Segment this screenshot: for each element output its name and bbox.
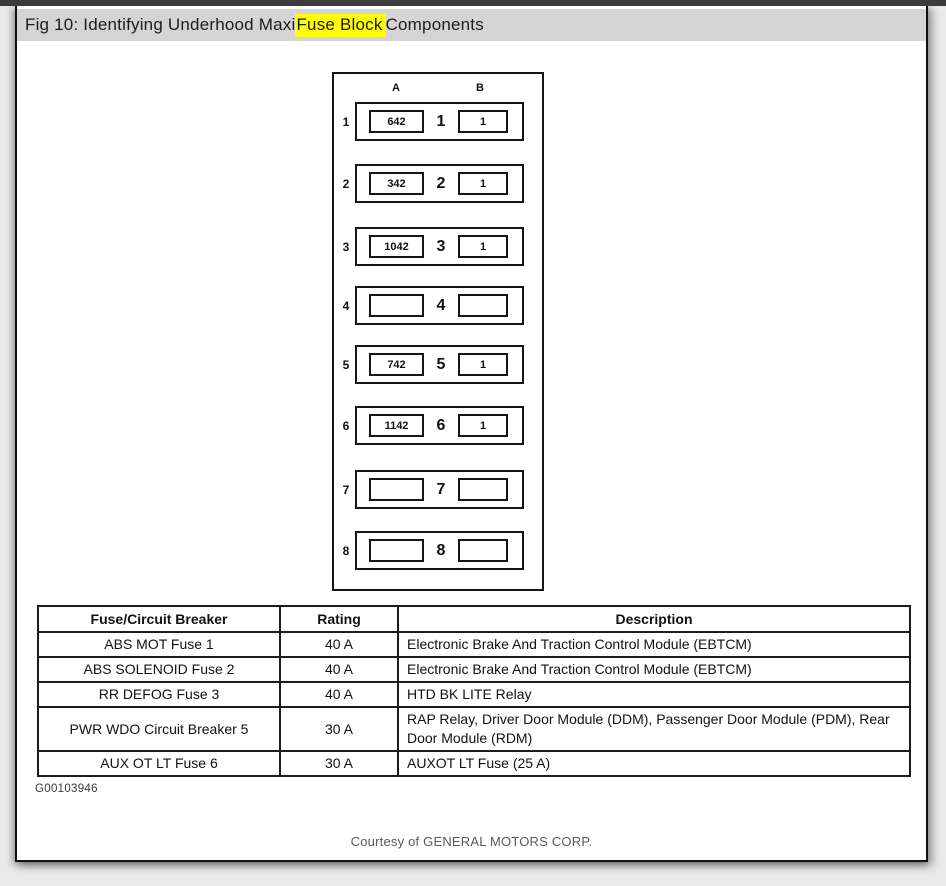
table-row: ABS SOLENOID Fuse 2 40 A Electronic Brak… — [37, 655, 911, 683]
fuse-slot-rect: 8 — [355, 531, 524, 570]
window-top-bar — [0, 0, 946, 6]
table-cell-description: Electronic Brake And Traction Control Mo… — [397, 655, 911, 683]
fuse-row-number: 2 — [342, 176, 350, 191]
fuse-cavity-a — [369, 294, 424, 317]
fuse-cavity-b — [458, 539, 508, 562]
fuse-slot-number: 3 — [436, 237, 446, 255]
fuse-slot-number: 6 — [436, 416, 446, 434]
fuse-cavity-a — [369, 539, 424, 562]
fuse-row-5: 5 742 5 1 — [334, 345, 542, 384]
document-page: Fig 10: Identifying Underhood Maxi Fuse … — [15, 6, 928, 862]
fuse-row-7: 7 7 — [334, 470, 542, 509]
fuse-cavity-b: 1 — [458, 235, 508, 258]
table-cell-rating: 40 A — [279, 631, 399, 658]
header-fuse-circuit-breaker: Fuse/Circuit Breaker — [37, 605, 281, 633]
table-cell-description: HTD BK LITE Relay — [397, 680, 911, 708]
fuse-slot-rect: 4 — [355, 286, 524, 325]
fuse-row-6: 6 1142 6 1 — [334, 406, 542, 445]
fuse-row-number: 5 — [342, 357, 350, 372]
table-row: RR DEFOG Fuse 3 40 A HTD BK LITE Relay — [37, 680, 911, 708]
fuse-block-diagram: A B 1 642 1 1 2 342 2 1 3 1042 3 1 — [332, 72, 544, 591]
fuse-cavity-a: 342 — [369, 172, 424, 195]
fuse-cavity-b: 1 — [458, 414, 508, 437]
table-cell-description: Electronic Brake And Traction Control Mo… — [397, 631, 911, 658]
fuse-cavity-a: 742 — [369, 353, 424, 376]
figure-caption-bar: Fig 10: Identifying Underhood Maxi Fuse … — [17, 9, 926, 41]
fuse-slot-rect: 7 — [355, 470, 524, 509]
fuse-cavity-b: 1 — [458, 353, 508, 376]
fuse-slot-number: 1 — [436, 112, 446, 130]
fuse-cavity-a: 642 — [369, 110, 424, 133]
fuse-row-3: 3 1042 3 1 — [334, 227, 542, 266]
table-cell-fuse: ABS MOT Fuse 1 — [37, 631, 281, 658]
table-row: ABS MOT Fuse 1 40 A Electronic Brake And… — [37, 631, 911, 658]
figure-title-prefix: Fig 10: Identifying Underhood Maxi — [25, 15, 296, 34]
column-label-a: A — [392, 82, 400, 94]
column-label-b: B — [476, 82, 484, 94]
fuse-row-4: 4 4 — [334, 286, 542, 325]
figure-id: G00103946 — [35, 783, 98, 795]
table-cell-rating: 30 A — [279, 749, 399, 777]
fuse-cavity-b — [458, 478, 508, 501]
fuse-row-number: 1 — [342, 114, 350, 129]
fuse-cavity-a — [369, 478, 424, 501]
fuse-row-number: 6 — [342, 418, 350, 433]
fuse-row-number: 7 — [342, 482, 350, 497]
header-rating: Rating — [279, 605, 399, 633]
fuse-slot-rect: 1142 6 1 — [355, 406, 524, 445]
table-cell-rating: 40 A — [279, 655, 399, 683]
fuse-cavity-a: 1042 — [369, 235, 424, 258]
table-row: AUX OT LT Fuse 6 30 A AUXOT LT Fuse (25 … — [37, 749, 911, 777]
table-cell-fuse: PWR WDO Circuit Breaker 5 — [37, 705, 281, 752]
fuse-slot-rect: 742 5 1 — [355, 345, 524, 384]
fuse-cavity-b: 1 — [458, 110, 508, 133]
figure-title-highlighted-term: Fuse Block — [295, 13, 386, 37]
fuse-row-number: 3 — [342, 239, 350, 254]
fuse-cavity-b — [458, 294, 508, 317]
fuse-cavity-b: 1 — [458, 172, 508, 195]
fuse-slot-number: 4 — [436, 296, 446, 314]
fuse-row-number: 4 — [342, 298, 350, 313]
header-description: Description — [397, 605, 911, 633]
fuse-slot-number: 8 — [436, 541, 446, 559]
fuse-row-8: 8 8 — [334, 531, 542, 570]
table-cell-rating: 30 A — [279, 705, 399, 752]
table-cell-rating: 40 A — [279, 680, 399, 708]
table-row: PWR WDO Circuit Breaker 5 30 A RAP Relay… — [37, 705, 911, 752]
fuse-slot-rect: 642 1 1 — [355, 102, 524, 141]
fuse-slot-number: 5 — [436, 355, 446, 373]
table-cell-fuse: AUX OT LT Fuse 6 — [37, 749, 281, 777]
courtesy-credit: Courtesy of GENERAL MOTORS CORP. — [350, 834, 593, 849]
fuse-slot-rect: 1042 3 1 — [355, 227, 524, 266]
fuse-row-1: 1 642 1 1 — [334, 102, 542, 141]
table-cell-description: AUXOT LT Fuse (25 A) — [397, 749, 911, 777]
fuse-slot-number: 2 — [436, 174, 446, 192]
fuse-cavity-a: 1142 — [369, 414, 424, 437]
table-cell-description: RAP Relay, Driver Door Module (DDM), Pas… — [397, 705, 911, 752]
table-cell-fuse: ABS SOLENOID Fuse 2 — [37, 655, 281, 683]
table-cell-fuse: RR DEFOG Fuse 3 — [37, 680, 281, 708]
table-header-row: Fuse/Circuit Breaker Rating Description — [37, 605, 911, 633]
fuse-description-table: Fuse/Circuit Breaker Rating Description … — [37, 605, 911, 777]
fuse-slot-number: 7 — [436, 480, 446, 498]
fuse-row-number: 8 — [342, 543, 350, 558]
fuse-slot-rect: 342 2 1 — [355, 164, 524, 203]
figure-title-suffix: Components — [385, 15, 484, 34]
fuse-row-2: 2 342 2 1 — [334, 164, 542, 203]
